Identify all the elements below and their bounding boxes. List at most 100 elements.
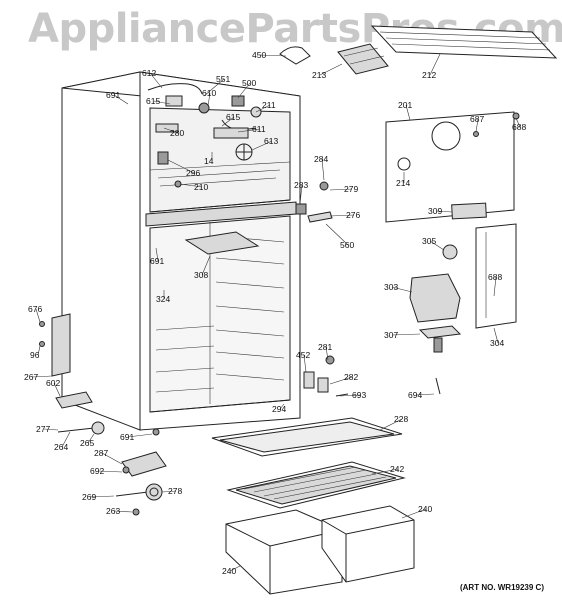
part-number-264: 264: [54, 442, 68, 452]
damper-parts: [409, 223, 517, 353]
part-number-303: 303: [384, 282, 398, 292]
leader-line: [237, 82, 251, 99]
leader-line: [127, 433, 153, 438]
part-number-283: 283: [294, 180, 308, 190]
leader-line: [167, 159, 195, 174]
part-number-687: 687: [470, 114, 484, 124]
leader-line: [401, 508, 427, 519]
part-number-308: 308: [194, 270, 208, 280]
leader-line: [207, 92, 211, 107]
part-number-694: 694: [408, 390, 422, 400]
leader-line: [319, 63, 343, 76]
part-number-611: 611: [252, 124, 266, 134]
part-number-324: 324: [156, 294, 170, 304]
leader-line: [429, 240, 445, 251]
part-number-210: 210: [194, 182, 208, 192]
part-number-688: 688: [512, 122, 526, 132]
leader-line: [405, 104, 411, 121]
leader-line: [379, 418, 403, 431]
leader-line: [299, 184, 303, 205]
leader-line: [259, 54, 287, 57]
leader-line: [255, 104, 271, 113]
part-number-307: 307: [384, 330, 398, 340]
leader-line: [251, 140, 273, 151]
part-number-240: 240: [222, 566, 236, 576]
leader-line: [279, 403, 285, 410]
leader-line: [179, 183, 203, 188]
part-number-602: 602: [46, 378, 60, 388]
part-number-201: 201: [398, 100, 412, 110]
part-number-296: 296: [186, 168, 200, 178]
leader-line: [201, 255, 211, 276]
leader-line: [31, 375, 53, 378]
leader-line: [475, 118, 479, 133]
leader-line: [329, 188, 353, 191]
part-number-269: 269: [82, 492, 96, 502]
leader-line: [391, 286, 413, 293]
leader-line: [221, 116, 235, 127]
leader-line: [87, 433, 95, 444]
part-number-213: 213: [312, 70, 326, 80]
leader-line: [161, 490, 177, 493]
part-number-267: 267: [24, 372, 38, 382]
leader-line: [155, 247, 159, 262]
leader-line: [321, 158, 325, 181]
part-number-612: 612: [142, 68, 156, 78]
part-number-14: 14: [204, 156, 214, 166]
part-number-276: 276: [346, 210, 360, 220]
leader-line: [163, 127, 179, 134]
part-number-676: 676: [28, 304, 42, 314]
part-number-240: 240: [418, 504, 432, 514]
part-number-691: 691: [120, 432, 134, 442]
part-number-615: 615: [226, 112, 240, 122]
top-shelf-parts: [279, 25, 558, 75]
crisper-drawers: [225, 505, 415, 595]
part-number-615: 615: [146, 96, 160, 106]
part-number-500: 500: [242, 78, 256, 88]
part-number-305: 305: [422, 236, 436, 246]
part-number-610: 610: [202, 88, 216, 98]
part-number-278: 278: [168, 486, 182, 496]
leader-line: [153, 100, 171, 105]
part-number-450: 450: [252, 50, 266, 60]
part-number-242: 242: [390, 464, 404, 474]
part-number-691: 691: [150, 256, 164, 266]
leader-line: [429, 53, 441, 76]
leader-line: [303, 354, 307, 373]
refrigerator-cabinet: [61, 71, 301, 431]
part-number-692: 692: [90, 466, 104, 476]
leader-line: [229, 565, 241, 572]
part-number-281: 281: [318, 342, 332, 352]
leader-line: [237, 128, 261, 133]
roller-assembly: [115, 428, 167, 516]
glass-shelves: [211, 417, 406, 509]
part-number-212: 212: [422, 70, 436, 80]
part-number-613: 613: [264, 136, 278, 146]
part-number-211: 211: [262, 100, 276, 110]
leader-line: [149, 72, 163, 89]
part-number-284: 284: [314, 154, 328, 164]
part-number-551: 551: [216, 74, 230, 84]
part-number-214: 214: [396, 178, 410, 188]
left-hinge-hardware: [39, 313, 105, 435]
leader-line: [391, 333, 421, 336]
leader-line: [435, 210, 453, 213]
leader-line: [37, 345, 41, 356]
leader-line: [97, 470, 123, 473]
part-number-560: 560: [340, 240, 354, 250]
part-number-282: 282: [344, 372, 358, 382]
leader-line: [493, 327, 499, 344]
leader-line: [113, 510, 133, 513]
leader-line: [515, 117, 521, 128]
part-number-294: 294: [272, 404, 286, 414]
evaporator-cover-assembly: [385, 111, 520, 223]
part-number-263: 263: [106, 506, 120, 516]
freezer-components: [147, 83, 262, 188]
part-number-691: 691: [106, 90, 120, 100]
part-number-693: 693: [352, 390, 366, 400]
leader-line: [339, 394, 361, 397]
part-number-688: 688: [488, 272, 502, 282]
